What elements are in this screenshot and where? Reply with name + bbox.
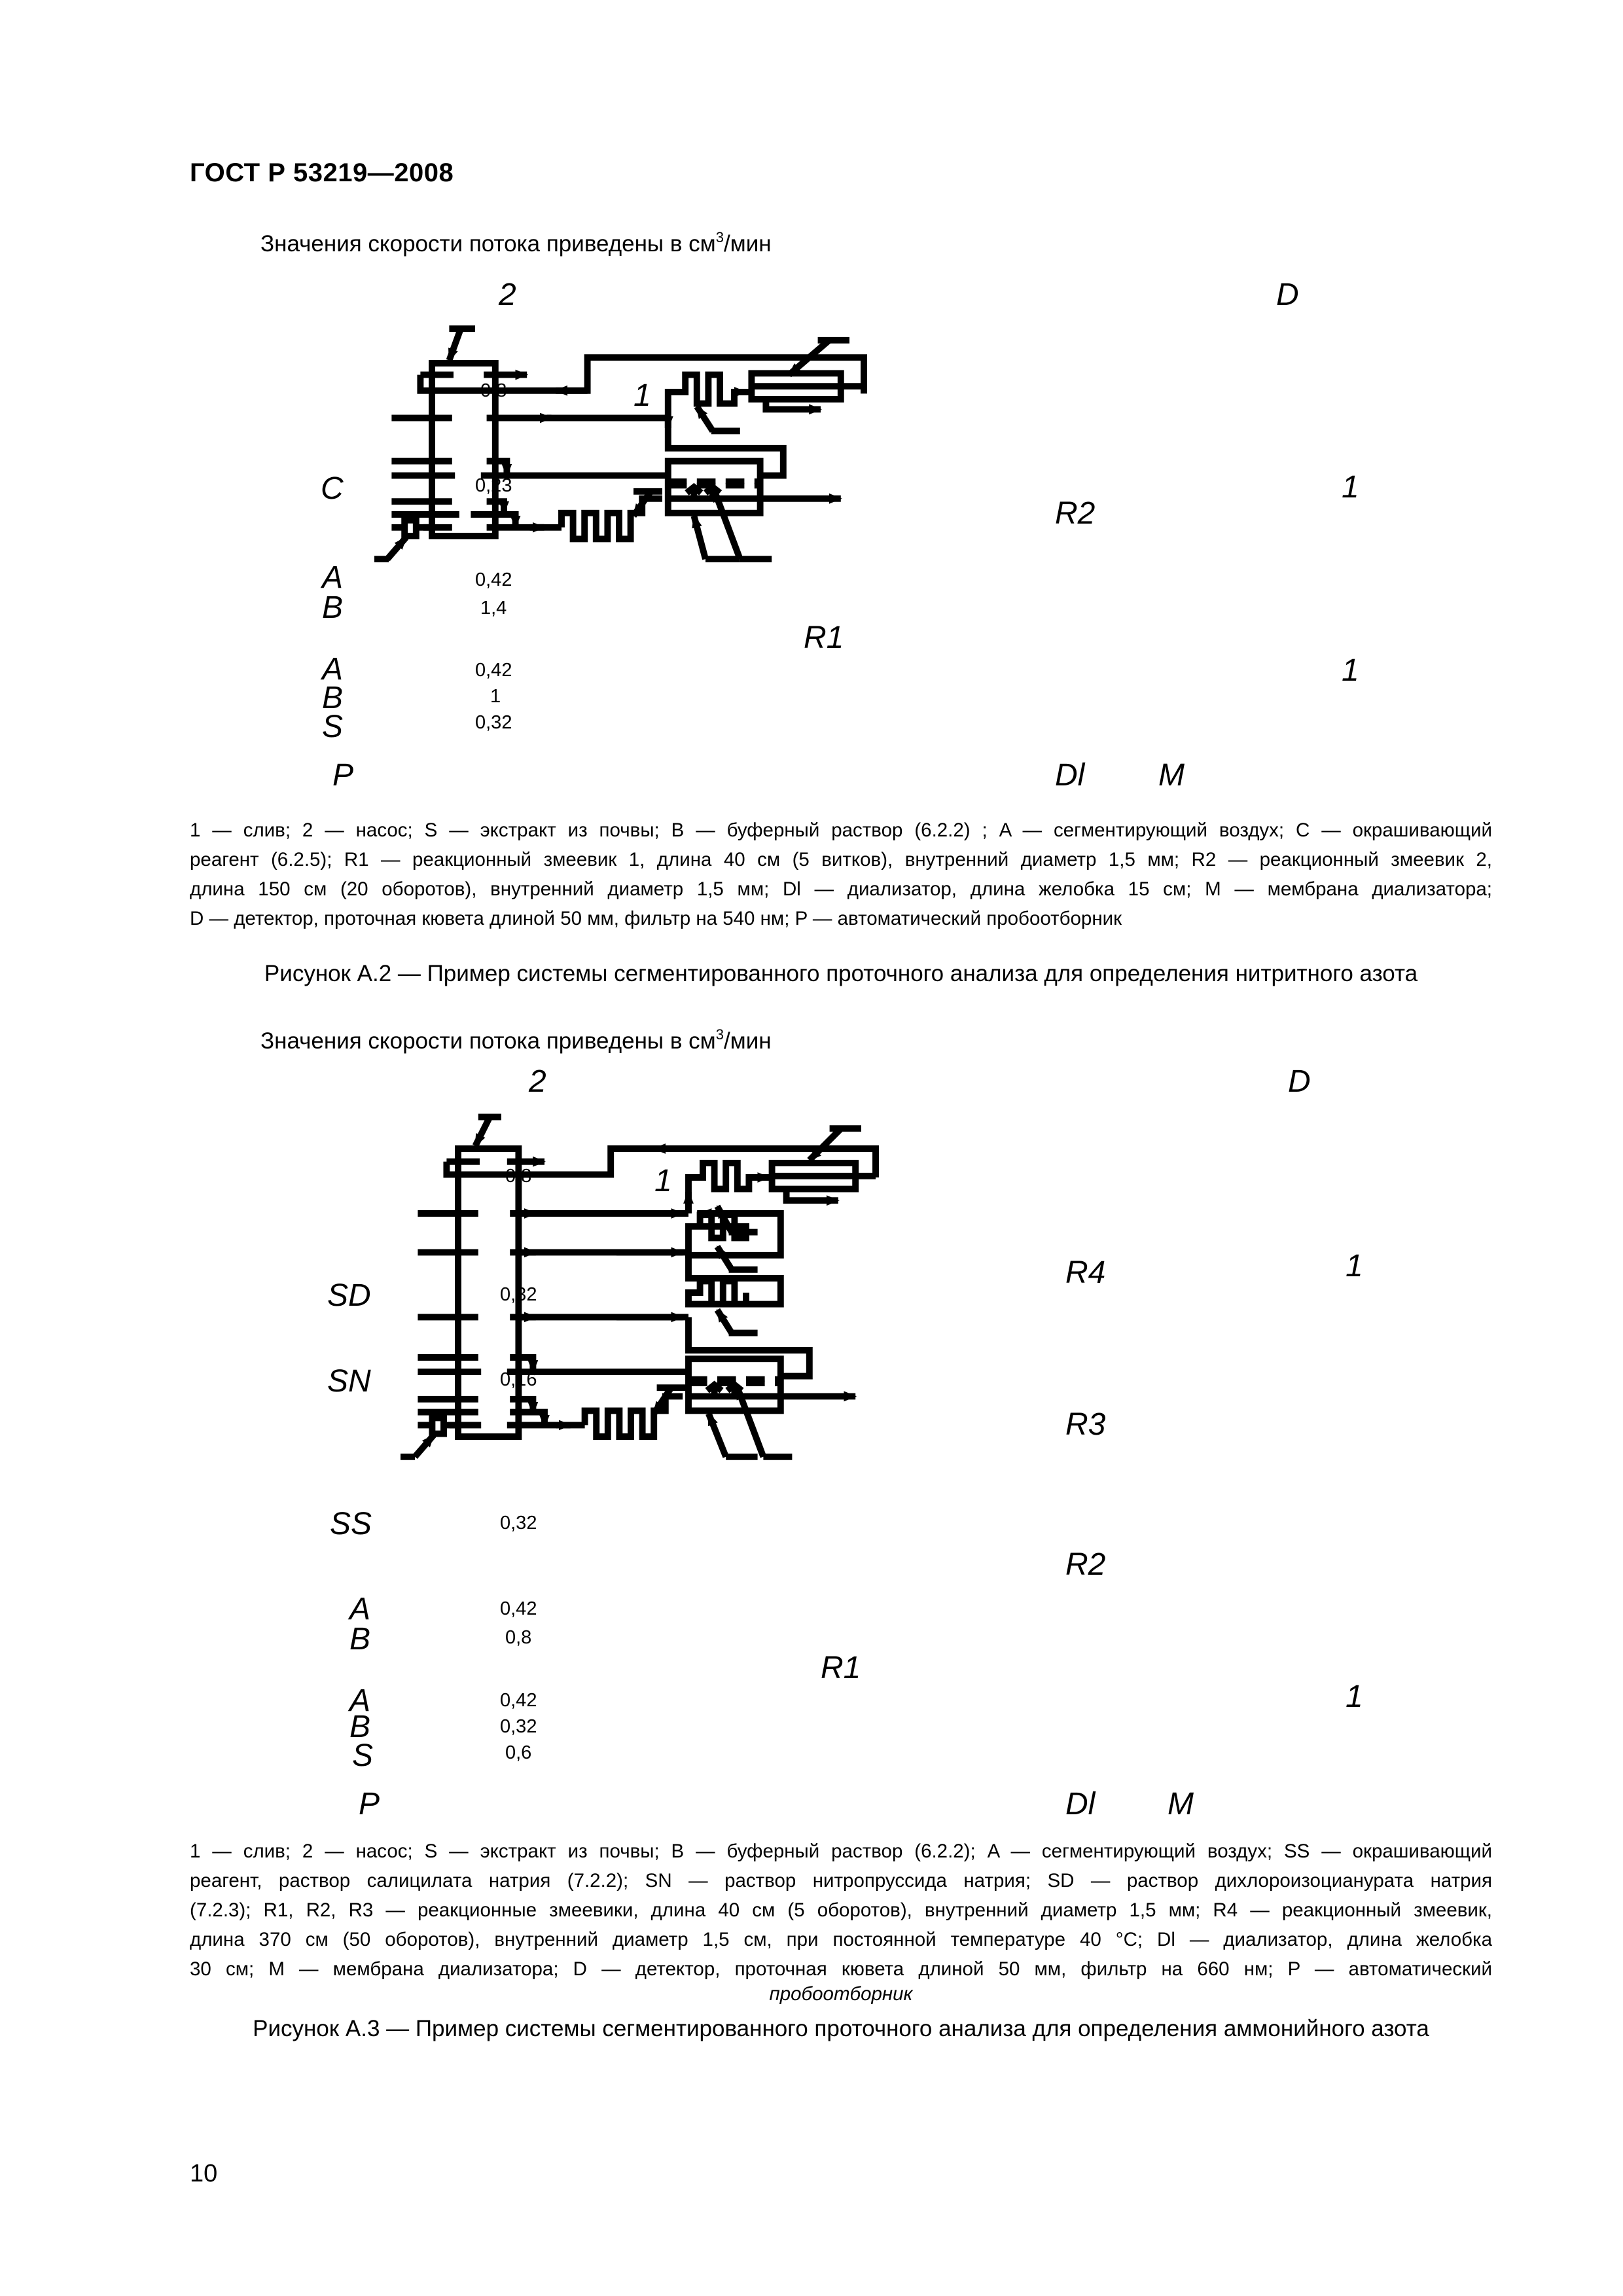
label-waste-a3-top: 1 [654,1164,672,1198]
flow-a2-7: 0,32 [475,712,512,733]
label-b-a3-1: B [349,1622,370,1657]
sampler-box-a3 [429,1414,447,1437]
label-pump-a2: 2 [498,278,516,312]
label-r2-a2: R2 [1055,496,1095,531]
flow-a2-1: 0,8 [480,380,507,401]
label-a-a2-2: A [320,652,343,687]
label-a-a3-2: A [348,1683,370,1718]
flow-a2-5: 0,42 [475,660,512,681]
caption-a3: Рисунок А.3 — Пример системы сегментиров… [253,2016,1429,2041]
label-p-a2: P [332,758,353,793]
sampler-box-a2 [401,516,419,539]
legend-a2-line: длина 150 см (20 оборотов), внутренний д… [190,878,1492,900]
label-r4-a3: R4 [1065,1255,1105,1290]
standard-header: ГОСТ Р 53219—2008 [190,158,454,187]
label-sn-a3: SN [327,1364,371,1399]
flow-a2-6: 1 [490,686,501,707]
label-r1-a2: R1 [804,620,844,655]
legend-a3-line: 1 — слив; 2 — насос; S — экстракт из поч… [190,1840,1492,1862]
label-dl-a3: Dl [1065,1787,1096,1821]
legend-a2-line: D — детектор, проточная кювета длиной 50… [190,908,1122,929]
label-detector-a2: D [1276,278,1299,312]
pump-box-a3 [455,1145,522,1440]
label-m-a2: M [1158,758,1185,793]
label-dl-a2: Dl [1055,758,1086,793]
units-note-a2: Значения скорости потока приведены в см3… [260,229,772,257]
label-b-a2-1: B [322,590,343,625]
flow-a3-2: 0,32 [500,1284,537,1305]
label-r3-a3: R3 [1065,1407,1106,1442]
flow-a3-4: 0,32 [500,1513,537,1534]
label-r2-a3: R2 [1065,1547,1105,1582]
label-r1-a3: R1 [821,1651,861,1685]
label-p-a3: P [359,1787,380,1821]
legend-a3-line: длина 370 см (50 оборотов), внутренний д… [190,1929,1492,1950]
flow-a3-7: 0,42 [500,1690,537,1711]
label-sd-a3: SD [327,1278,371,1313]
label-waste-a3-det: 1 [1346,1249,1363,1283]
label-b-a2-2: B [322,681,343,715]
label-a-a2-1: A [320,560,343,595]
legend-a3-line: реагент, раствор салицилата натрия (7.2.… [190,1870,1492,1892]
label-b-a3-2: B [349,1710,370,1744]
units-note-a3: Значения скорости потока приведены в см3… [260,1026,772,1054]
label-c-a2: C [321,471,344,506]
legend-a3: 1 — слив; 2 — насос; S — экстракт из поч… [190,1837,1492,2005]
flow-a3-6: 0,8 [505,1627,531,1648]
legend-a2-line: 1 — слив; 2 — насос; S — экстракт из поч… [190,819,1492,841]
label-pump-a3: 2 [528,1064,546,1099]
label-waste-a2-det: 1 [1342,470,1359,505]
flow-a2-2: 0,23 [475,475,512,496]
label-m-a3: M [1168,1787,1194,1821]
legend-a3-line: 30 см; M — мембрана диализатора; D — дет… [190,1958,1492,1980]
flow-a3-9: 0,6 [505,1742,531,1763]
label-ss-a3: SS [330,1507,372,1541]
label-detector-a3: D [1288,1064,1311,1099]
label-waste-a2-top: 1 [633,378,651,413]
flow-a3-1: 0,8 [505,1166,531,1187]
page-number: 10 [190,2160,218,2187]
flow-a2-4: 1,4 [480,598,507,619]
flow-a3-3: 0,16 [500,1369,537,1390]
label-waste-a3-dial: 1 [1346,1679,1363,1714]
legend-a3-line: (7.2.3); R1, R2, R3 — реакционные змееви… [190,1899,1492,1921]
label-s-a2: S [322,709,343,744]
flow-a3-5: 0,42 [500,1598,537,1619]
legend-a2: 1 — слив; 2 — насос; S — экстракт из поч… [190,816,1492,933]
label-a-a3-1: A [348,1592,370,1626]
flow-a3-8: 0,32 [500,1716,537,1737]
label-s-a3: S [352,1738,373,1773]
caption-a2: Рисунок А.2 — Пример системы сегментиров… [264,961,1418,986]
flow-a2-3: 0,42 [475,569,512,590]
label-waste-a2-dial: 1 [1342,653,1359,688]
legend-a3-line: пробоотборник [769,1983,913,2005]
legend-a2-line: реагент (6.2.5); R1 — реакционный змееви… [190,849,1492,870]
